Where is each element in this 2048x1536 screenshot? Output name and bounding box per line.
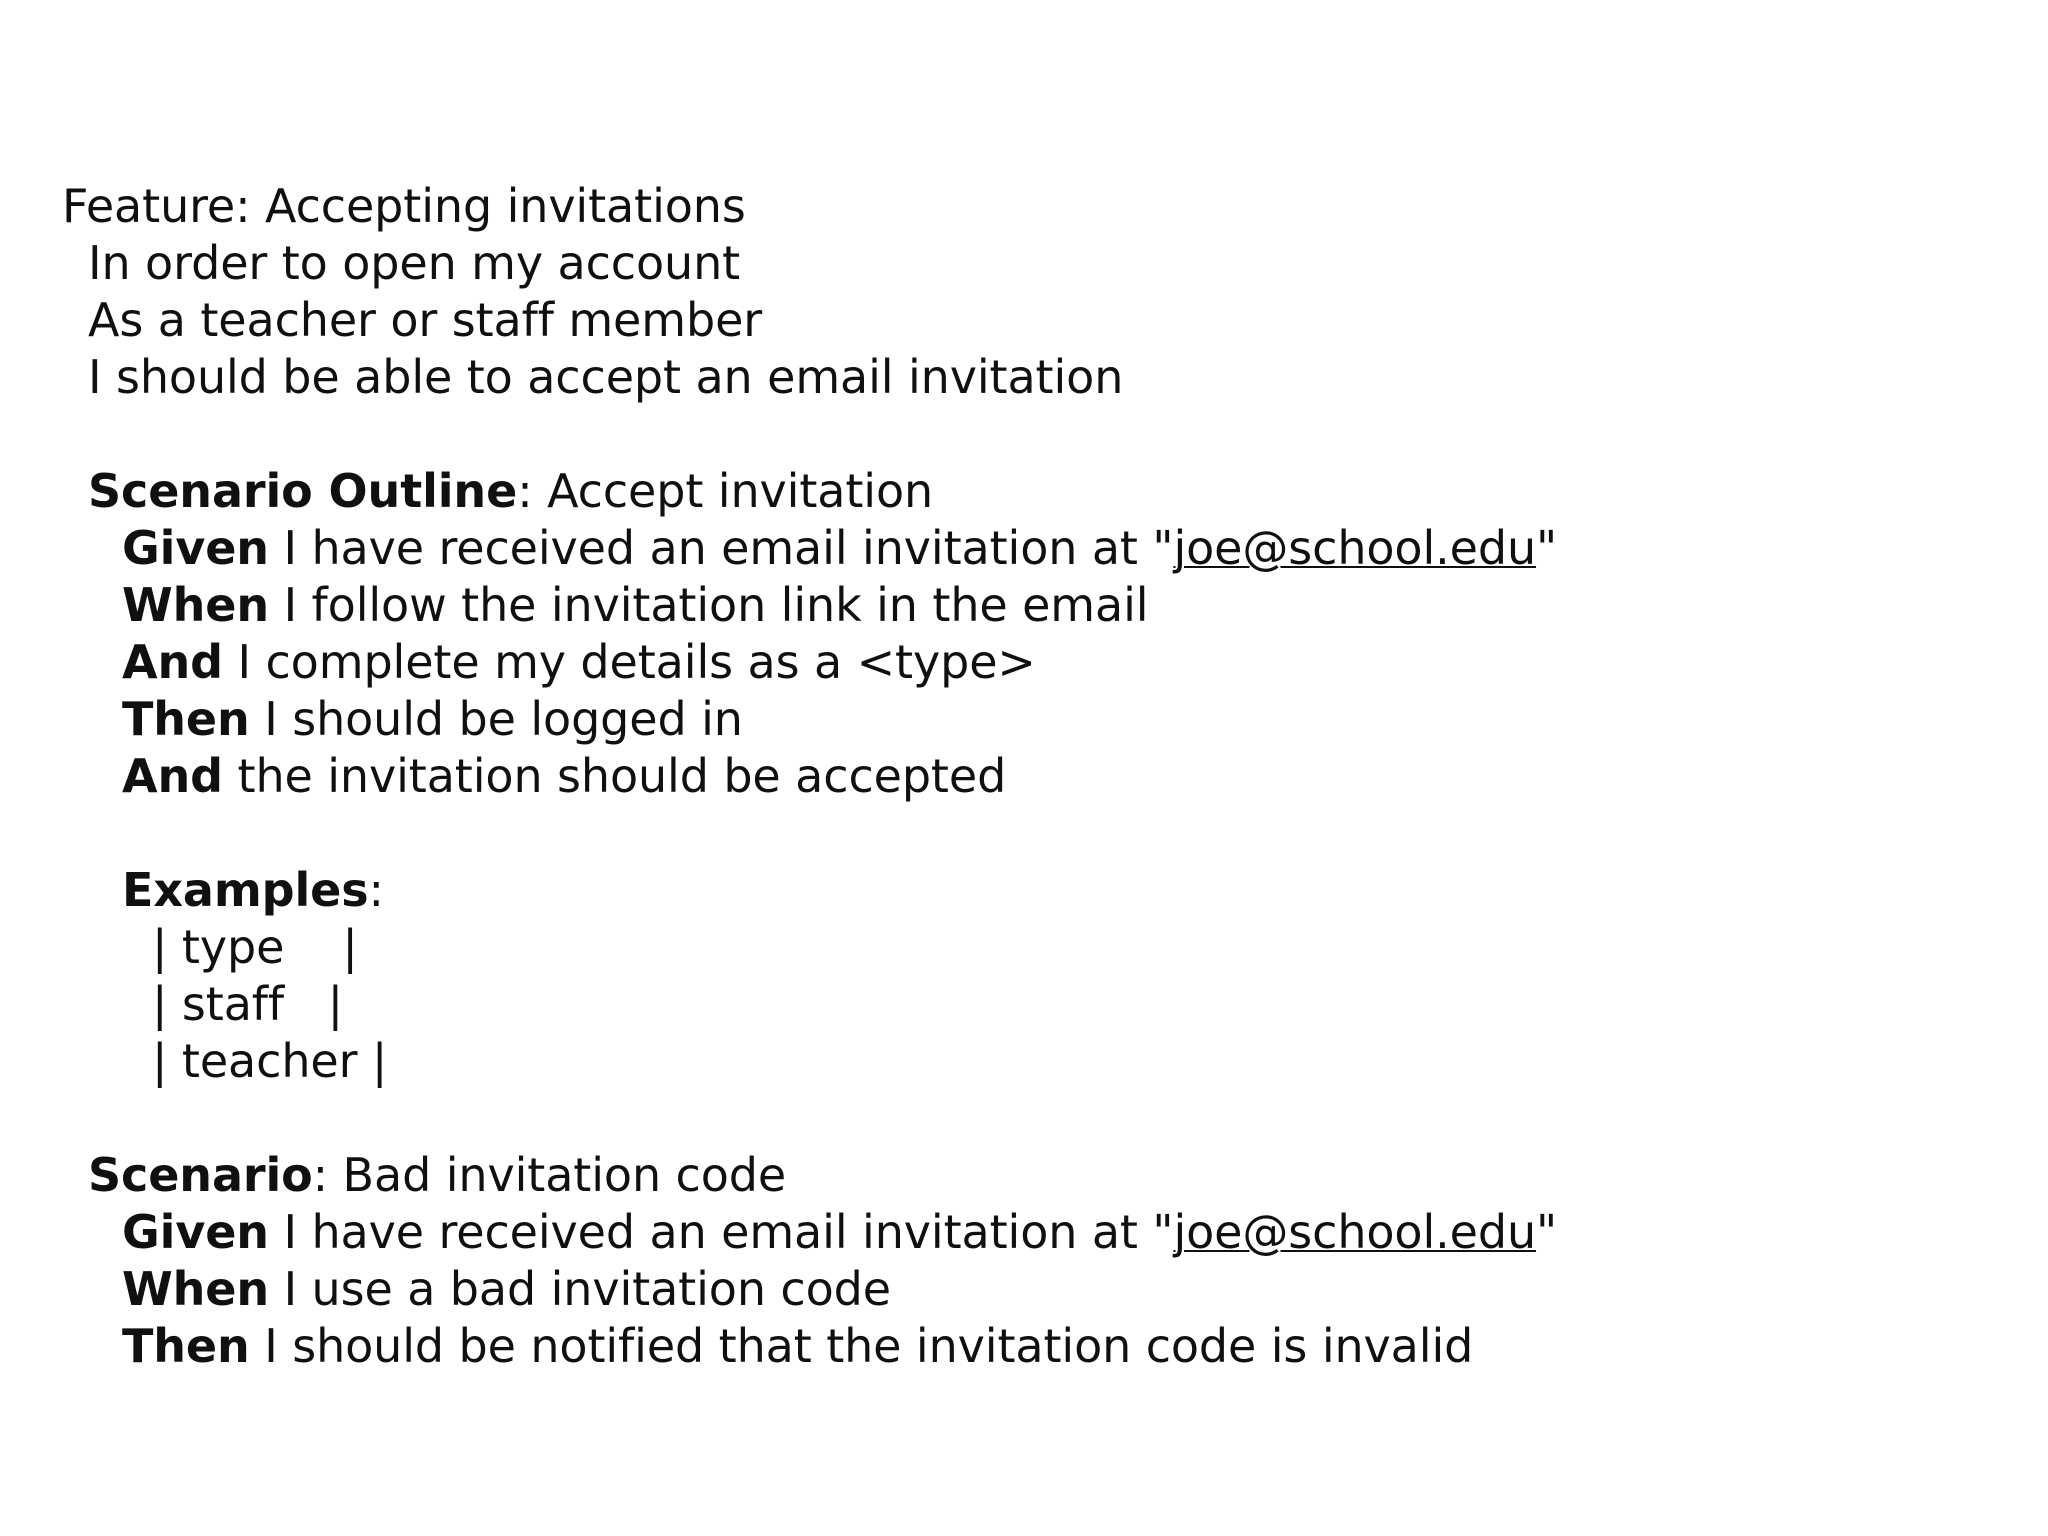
step-keyword: Then xyxy=(122,692,250,746)
examples-table-row: | teacher | xyxy=(0,1033,2048,1090)
step-given-2: Given I have received an email invitatio… xyxy=(0,1204,2048,1261)
feature-narrative-line-1: In order to open my account xyxy=(0,235,2048,292)
spacer-line xyxy=(0,805,2048,862)
step-text-tail: " xyxy=(1536,521,1558,575)
step-text: I complete my details as a <type> xyxy=(222,635,1036,689)
step-text: I should be notified that the invitation… xyxy=(249,1319,1474,1373)
examples-heading: Examples: xyxy=(0,862,2048,919)
step-when-1: When I follow the invitation link in the… xyxy=(0,577,2048,634)
feature-narrative-line-2: As a teacher or staff member xyxy=(0,292,2048,349)
email-link[interactable]: joe@school.edu xyxy=(1173,521,1537,575)
step-keyword: And xyxy=(122,749,223,803)
step-text: I follow the invitation link in the emai… xyxy=(269,578,1149,632)
step-text: the invitation should be accepted xyxy=(222,749,1007,803)
step-then-1: Then I should be logged in xyxy=(0,691,2048,748)
narrative-text: In order to open my account xyxy=(88,236,741,290)
step-keyword: Given xyxy=(122,521,269,575)
feature-full-line: Feature: Accepting invitations xyxy=(62,179,746,233)
examples-table-row: | staff | xyxy=(0,976,2048,1033)
scenario-outline-title: : Accept invitation xyxy=(517,464,934,518)
step-text: I use a bad invitation code xyxy=(269,1262,892,1316)
examples-keyword: Examples xyxy=(122,863,369,917)
step-text: I have received an email invitation at " xyxy=(268,521,1174,575)
step-keyword: Given xyxy=(122,1205,269,1259)
examples-colon: : xyxy=(368,863,385,917)
step-text: I should be logged in xyxy=(249,692,743,746)
feature-line: Feature: Accepting invitations xyxy=(0,178,2048,235)
scenario-title: : Bad invitation code xyxy=(312,1148,787,1202)
step-keyword: Then xyxy=(122,1319,250,1373)
spacer-line xyxy=(0,1090,2048,1147)
feature-narrative-line-3: I should be able to accept an email invi… xyxy=(0,349,2048,406)
step-when-2: When I use a bad invitation code xyxy=(0,1261,2048,1318)
email-link[interactable]: joe@school.edu xyxy=(1173,1205,1537,1259)
step-and-1: And I complete my details as a <type> xyxy=(0,634,2048,691)
step-keyword: When xyxy=(122,1262,270,1316)
gherkin-feature-text: Feature: Accepting invitations In order … xyxy=(0,178,2048,1375)
narrative-text: As a teacher or staff member xyxy=(88,293,763,347)
examples-row-text: | teacher | xyxy=(152,1034,388,1088)
step-then-2: Then I should be notified that the invit… xyxy=(0,1318,2048,1375)
step-text-tail: " xyxy=(1536,1205,1558,1259)
scenario-outline-heading: Scenario Outline: Accept invitation xyxy=(0,463,2048,520)
step-text: I have received an email invitation at " xyxy=(268,1205,1174,1259)
step-and-2: And the invitation should be accepted xyxy=(0,748,2048,805)
spacer-line xyxy=(0,406,2048,463)
examples-row-text: | type | xyxy=(152,920,358,974)
step-given-1: Given I have received an email invitatio… xyxy=(0,520,2048,577)
scenario-heading: Scenario: Bad invitation code xyxy=(0,1147,2048,1204)
examples-row-text: | staff | xyxy=(152,977,343,1031)
step-keyword: And xyxy=(122,635,223,689)
step-keyword: When xyxy=(122,578,270,632)
scenario-keyword: Scenario xyxy=(88,1148,313,1202)
scenario-outline-keyword: Scenario Outline xyxy=(88,464,518,518)
narrative-text: I should be able to accept an email invi… xyxy=(88,350,1124,404)
examples-table-header-row: | type | xyxy=(0,919,2048,976)
